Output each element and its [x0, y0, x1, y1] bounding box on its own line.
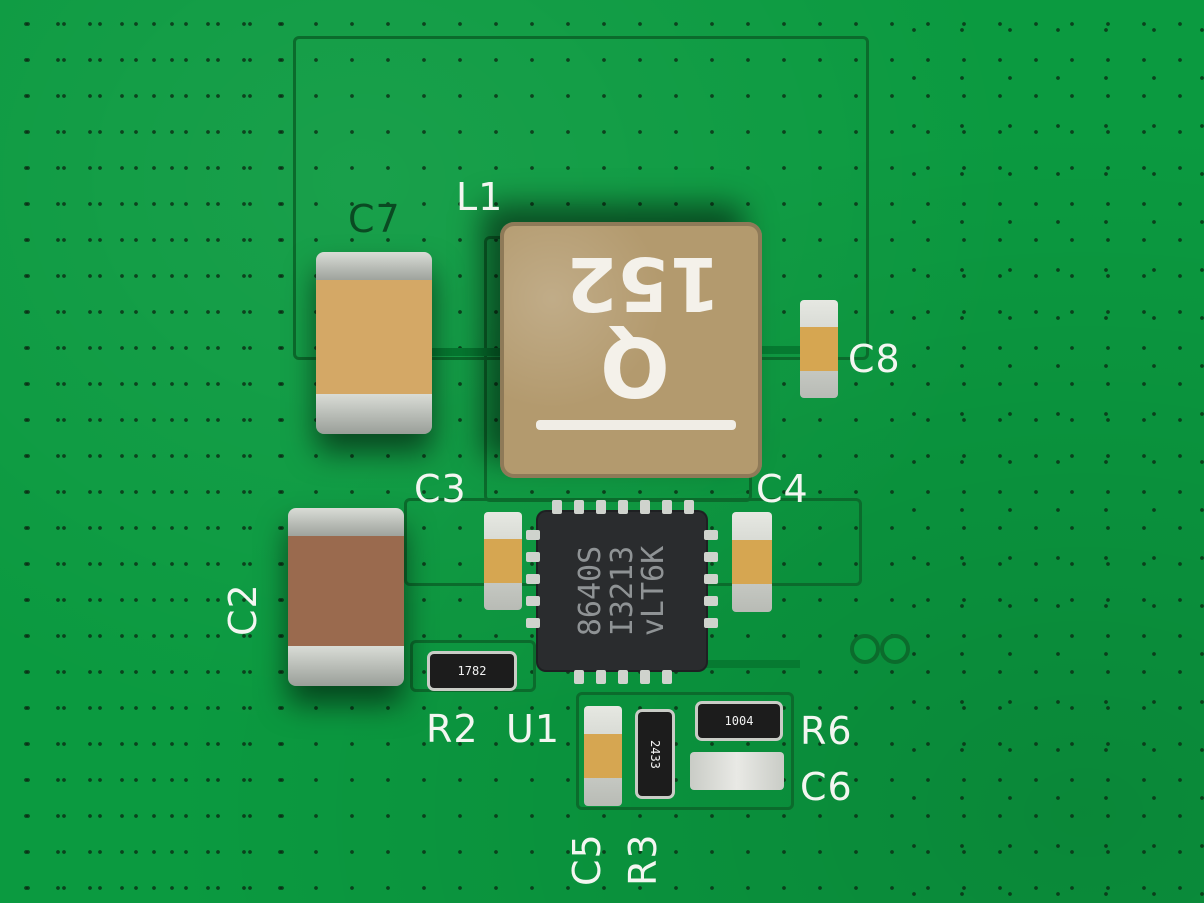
- ic-pin: [574, 500, 584, 514]
- via-grid-left: [0, 0, 300, 903]
- capacitor-body: [800, 327, 838, 371]
- fiducial-marker: [850, 634, 880, 664]
- label-c4: C4: [756, 467, 809, 511]
- resistor-r2: 1782: [430, 654, 514, 688]
- ic-pin: [574, 670, 584, 684]
- label-r2: R2: [426, 707, 479, 751]
- label-r3: R3: [621, 833, 665, 886]
- ic-pin: [618, 500, 628, 514]
- capacitor-c3: [484, 512, 522, 610]
- ic-pin: [640, 670, 650, 684]
- ic-pin: [526, 574, 540, 584]
- label-c8: C8: [848, 337, 901, 381]
- capacitor-terminal: [316, 252, 432, 282]
- inductor-polarity-bar: [536, 420, 736, 430]
- lower-components-outline: [576, 692, 794, 810]
- inductor-marking: 152: [566, 240, 721, 326]
- ic-marking: 8640S I3213 vLT6K: [572, 545, 671, 637]
- ic-pin: [526, 618, 540, 628]
- label-c6: C6: [800, 765, 853, 809]
- ic-pin: [640, 500, 650, 514]
- label-r6: R6: [800, 709, 853, 753]
- capacitor-body: [288, 536, 404, 646]
- ic-pin: [704, 596, 718, 606]
- r2-outline: [410, 640, 536, 692]
- ic-marking-line-3: vLT6K: [635, 545, 671, 637]
- ic-pin: [526, 552, 540, 562]
- ic-pin: [662, 500, 672, 514]
- ic-pin: [704, 530, 718, 540]
- capacitor-body: [584, 734, 622, 778]
- trace: [700, 660, 800, 668]
- capacitor-c6: [690, 752, 784, 790]
- ic-pin: [662, 670, 672, 684]
- capacitor-c4: [732, 512, 772, 612]
- label-c2: C2: [221, 583, 265, 636]
- capacitor-c5: [584, 706, 622, 806]
- fiducial-marker: [880, 634, 910, 664]
- ic-pin: [526, 596, 540, 606]
- trace: [760, 346, 802, 354]
- ic-pin: [596, 500, 606, 514]
- ic-marking-line-1: 8640S: [572, 545, 608, 637]
- ic-pin: [704, 618, 718, 628]
- label-c3: C3: [414, 467, 467, 511]
- ic-u1: 8640S I3213 vLT6K: [538, 512, 706, 670]
- label-u1: U1: [506, 707, 560, 751]
- ic-pin: [618, 670, 628, 684]
- capacitor-c7: [316, 252, 432, 434]
- ic-pin: [526, 530, 540, 540]
- ic-pin: [704, 552, 718, 562]
- inductor-logo: Q: [600, 318, 670, 413]
- inductor-l1: 152 Q: [500, 222, 762, 478]
- capacitor-c2: [288, 508, 404, 686]
- ic-marking-line-2: I3213: [604, 545, 640, 637]
- trace: [430, 348, 510, 356]
- ic-pin: [552, 500, 562, 514]
- capacitor-body: [732, 540, 772, 584]
- capacitor-terminal: [316, 394, 432, 434]
- capacitor-terminal: [288, 508, 404, 538]
- resistor-r6: 1004: [698, 704, 780, 738]
- label-c7: C7: [348, 197, 401, 241]
- ic-pin: [596, 670, 606, 684]
- label-l1: L1: [456, 175, 504, 219]
- via-grid-right: [880, 0, 1204, 903]
- capacitor-c8: [800, 300, 838, 398]
- ic-pin: [684, 500, 694, 514]
- label-c5: C5: [565, 833, 609, 886]
- resistor-r3: 2433: [638, 712, 672, 796]
- capacitor-body: [316, 280, 432, 394]
- capacitor-terminal: [288, 646, 404, 686]
- ic-pin: [704, 574, 718, 584]
- capacitor-body: [484, 539, 522, 583]
